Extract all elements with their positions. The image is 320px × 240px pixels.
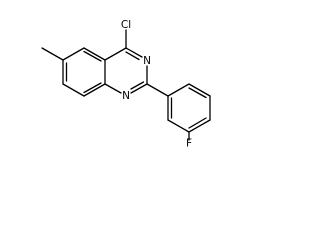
bond-ar5-ar6 [167, 119, 190, 133]
bond-c5-c6 [62, 47, 85, 61]
chemical-structure-diagram: Cl N N F [41, 19, 211, 150]
bond-ar4-ar5 [188, 119, 211, 133]
double-bond-ar4-ar5 [188, 117, 207, 129]
bond-c6-methyl [41, 47, 64, 61]
bond-c8-c8a [83, 83, 106, 97]
bond-c4a-c5 [83, 47, 106, 61]
double-bond-c2-n1 [130, 81, 145, 90]
bond-ar1-ar2 [167, 83, 190, 97]
chlorine-label: Cl [121, 19, 131, 31]
bond-c7-c8 [62, 83, 85, 97]
double-bond-c4a-c5 [83, 50, 102, 62]
nitrogen-1-label: N [122, 90, 130, 102]
double-bond-c4-n3 [125, 51, 140, 61]
pyrimidine-ring [104, 47, 148, 94]
bond-c4a-c4 [104, 47, 127, 61]
fluorine-label: F [186, 138, 192, 150]
double-bond-c8-c8a [83, 82, 102, 94]
bond-n1-c8a [104, 83, 122, 94]
fluorophenyl-ring [167, 83, 211, 133]
benzo-ring [62, 47, 106, 97]
nitrogen-3-label: N [143, 55, 151, 67]
bond-c2-n1 [130, 83, 148, 94]
double-bond-ar2-ar3 [188, 87, 207, 99]
bond-c2-aryl [146, 83, 169, 97]
bond-c4-n3 [125, 47, 143, 58]
bond-ar2-ar3 [188, 83, 211, 97]
